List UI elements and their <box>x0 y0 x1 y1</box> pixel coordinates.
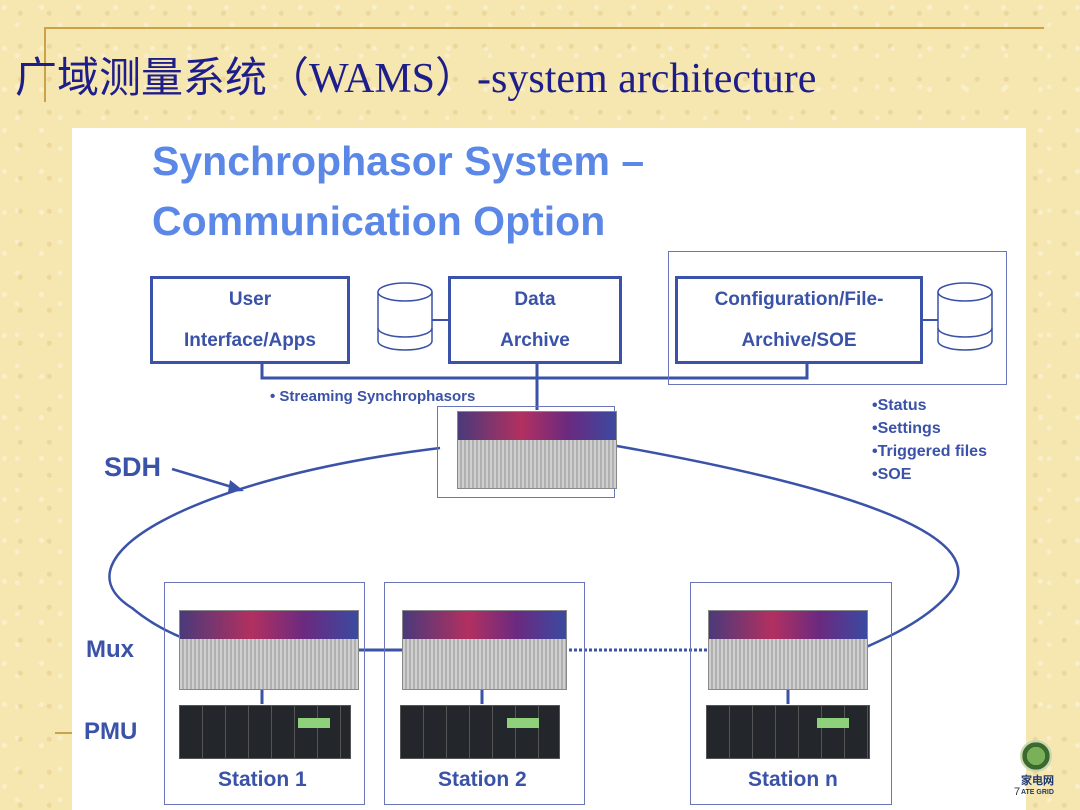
station-n-frame <box>690 582 892 805</box>
station-1-label: Station 1 <box>218 768 307 791</box>
page-number: 7 <box>1014 786 1021 798</box>
logo-text: 家电网 ATE GRID <box>1021 776 1054 798</box>
side-list: Status Settings Triggered files SOE <box>872 394 987 486</box>
data-archive-line2: Archive <box>500 329 570 351</box>
data-archive-box: Data Archive <box>448 276 622 364</box>
sdh-label: SDH <box>104 452 162 482</box>
station-2-pmu <box>400 705 560 759</box>
diagram-title-line2: Communication Option <box>152 198 606 244</box>
data-archive-line1: Data <box>514 288 556 310</box>
station-1-mux <box>179 610 359 690</box>
mux-label: Mux <box>86 636 134 663</box>
user-interface-box: User Interface/Apps <box>150 276 350 364</box>
user-interface-line2: Interface/Apps <box>184 329 316 351</box>
station-1-frame <box>164 582 365 805</box>
station-n-label: Station n <box>748 768 838 791</box>
database-2-icon <box>937 282 993 351</box>
sdh-arrowhead <box>228 480 244 492</box>
diagram-title-line1: Synchrophasor System – <box>152 138 645 184</box>
station-1-pmu <box>179 705 351 759</box>
bullet-dash <box>55 732 73 734</box>
pmu-label: PMU <box>84 718 138 745</box>
title-rule <box>44 27 1044 29</box>
diagram-panel: Synchrophasor System – Communication Opt… <box>72 128 1026 810</box>
hub-mux-device <box>457 411 617 489</box>
database-1-icon <box>377 282 433 351</box>
user-interface-line1: User <box>228 288 272 310</box>
streaming-label: • Streaming Synchrophasors <box>270 388 476 405</box>
logo-text-en: ATE GRID <box>1021 789 1054 796</box>
station-2-frame <box>384 582 585 805</box>
station-2-label: Station 2 <box>438 768 527 791</box>
bus-line <box>260 361 809 380</box>
diagram-connectors <box>108 282 993 704</box>
configuration-line2: Archive/SOE <box>741 329 857 351</box>
station-2-mux <box>402 610 567 690</box>
slide-title: 广域测量系统（WAMS）-system architecture <box>15 56 817 102</box>
state-grid-logo <box>1020 740 1052 772</box>
sdh-ring-right <box>616 444 960 650</box>
side-list-item: Settings <box>872 417 987 440</box>
station-n-pmu <box>706 705 870 759</box>
configuration-line1: Configuration/File- <box>714 288 884 310</box>
station-n-mux <box>708 610 868 690</box>
configuration-frame <box>668 251 1007 385</box>
configuration-box: Configuration/File- Archive/SOE <box>675 276 923 364</box>
side-list-item: Triggered files <box>872 440 987 463</box>
side-list-item: SOE <box>872 463 987 486</box>
title-side-rule <box>44 27 46 102</box>
side-list-item: Status <box>872 394 987 417</box>
logo-text-cn: 家电网 <box>1021 775 1054 787</box>
